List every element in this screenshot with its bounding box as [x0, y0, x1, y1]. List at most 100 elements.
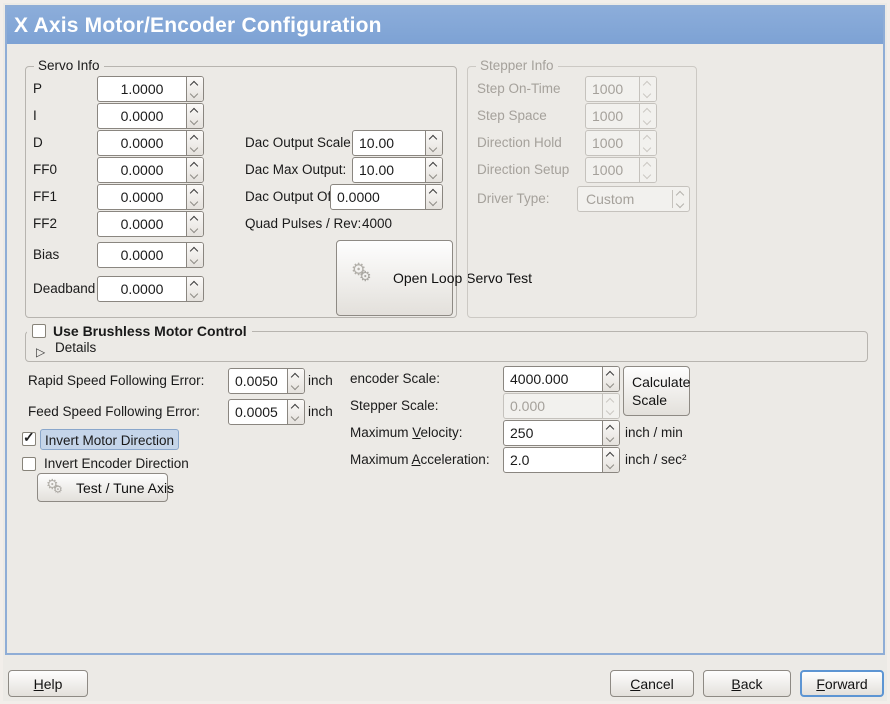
stepper-scale-spinbox: 0.000: [503, 393, 620, 419]
max-acceleration-spinbox[interactable]: 2.0: [503, 447, 620, 473]
servo-p-value[interactable]: 1.0000: [120, 81, 164, 97]
max-velocity-spinbox[interactable]: 250: [503, 420, 620, 446]
spin-buttons[interactable]: [287, 369, 304, 393]
spin-down-icon[interactable]: [426, 143, 442, 155]
spin-down-icon[interactable]: [288, 381, 304, 393]
servo-ff2-spinbox[interactable]: 0.0000: [97, 211, 204, 237]
spin-down-icon[interactable]: [426, 170, 442, 182]
servo-ff1-value[interactable]: 0.0000: [120, 189, 164, 205]
spin-buttons[interactable]: [425, 158, 442, 182]
spin-up-icon[interactable]: [603, 367, 619, 379]
spin-buttons[interactable]: [186, 277, 203, 301]
feed-following-error-value[interactable]: 0.0005: [235, 404, 278, 420]
dac-max-output-spinbox[interactable]: 10.00: [352, 157, 443, 183]
invert-motor-checkbox[interactable]: ✓: [22, 429, 36, 446]
encoder-scale-label: encoder Scale:: [350, 371, 441, 386]
spin-down-icon[interactable]: [187, 170, 203, 182]
spin-up-icon[interactable]: [187, 158, 203, 170]
spin-down-icon[interactable]: [187, 289, 203, 301]
spin-up-icon[interactable]: [187, 131, 203, 143]
spin-buttons[interactable]: [425, 131, 442, 155]
details-expander-label[interactable]: Details: [55, 340, 97, 355]
forward-button[interactable]: Forward: [800, 670, 884, 697]
spin-up-icon[interactable]: [288, 369, 304, 381]
spin-up-icon[interactable]: [187, 77, 203, 89]
spin-buttons[interactable]: [287, 400, 304, 424]
servo-deadband-value[interactable]: 0.0000: [120, 281, 164, 297]
spin-up-icon[interactable]: [187, 243, 203, 255]
spin-buttons[interactable]: [425, 185, 442, 209]
calculate-scale-button[interactable]: Calculate Scale: [623, 366, 690, 416]
spin-up-icon[interactable]: [603, 421, 619, 433]
spin-buttons[interactable]: [186, 158, 203, 182]
spin-up-icon: [640, 131, 656, 143]
rapid-following-error-value[interactable]: 0.0050: [235, 373, 278, 389]
servo-bias-value[interactable]: 0.0000: [120, 247, 164, 263]
spin-down-icon[interactable]: [187, 197, 203, 209]
rapid-following-error-spinbox[interactable]: 0.0050: [228, 368, 305, 394]
encoder-scale-spinbox[interactable]: 4000.000: [503, 366, 620, 392]
spin-buttons[interactable]: [186, 77, 203, 101]
spin-up-icon[interactable]: [426, 158, 442, 170]
invert-motor-label[interactable]: Invert Motor Direction: [40, 429, 180, 450]
spin-up-icon[interactable]: [187, 212, 203, 224]
servo-d-spinbox[interactable]: 0.0000: [97, 130, 204, 156]
max-velocity-value[interactable]: 250: [510, 425, 534, 441]
spin-down-icon[interactable]: [288, 412, 304, 424]
spin-buttons[interactable]: [602, 421, 619, 445]
spin-up-icon[interactable]: [187, 104, 203, 116]
spin-down-icon[interactable]: [426, 197, 442, 209]
dac-output-offset-value[interactable]: 0.0000: [337, 189, 380, 205]
dac-max-output-value[interactable]: 10.00: [359, 162, 395, 178]
open-loop-servo-test-button[interactable]: ⚙ ⚙ Open Loop Servo Test: [336, 240, 532, 316]
spin-down-icon[interactable]: [187, 224, 203, 236]
spin-buttons[interactable]: [186, 243, 203, 267]
spin-down-icon[interactable]: [603, 379, 619, 391]
spin-up-icon[interactable]: [187, 185, 203, 197]
servo-bias-spinbox[interactable]: 0.0000: [97, 242, 204, 268]
encoder-scale-value[interactable]: 4000.000: [510, 371, 569, 387]
spin-down-icon[interactable]: [187, 255, 203, 267]
spin-down-icon[interactable]: [187, 143, 203, 155]
servo-i-value[interactable]: 0.0000: [120, 108, 164, 124]
max-acceleration-label: Maximum Acceleration:: [350, 452, 490, 467]
spin-up-icon[interactable]: [603, 448, 619, 460]
servo-ff2-value[interactable]: 0.0000: [120, 216, 164, 232]
dac-output-offset-spinbox[interactable]: 0.0000: [330, 184, 443, 210]
servo-ff1-spinbox[interactable]: 0.0000: [97, 184, 204, 210]
spin-down-icon[interactable]: [603, 460, 619, 472]
back-button[interactable]: Back: [703, 670, 791, 697]
invert-encoder-label[interactable]: Invert Encoder Direction: [44, 456, 189, 471]
expander-triangle-icon[interactable]: ▷: [36, 345, 46, 359]
spin-down-icon[interactable]: [187, 89, 203, 101]
feed-following-error-spinbox[interactable]: 0.0005: [228, 399, 305, 425]
servo-i-spinbox[interactable]: 0.0000: [97, 103, 204, 129]
spin-up-icon[interactable]: [187, 277, 203, 289]
servo-p-spinbox[interactable]: 1.0000: [97, 76, 204, 102]
use-brushless-checkbox[interactable]: [32, 324, 46, 338]
invert-encoder-checkbox[interactable]: [22, 457, 36, 471]
spin-buttons[interactable]: [186, 185, 203, 209]
spin-buttons[interactable]: [602, 367, 619, 391]
spin-buttons[interactable]: [186, 104, 203, 128]
servo-deadband-spinbox[interactable]: 0.0000: [97, 276, 204, 302]
servo-ff0-spinbox[interactable]: 0.0000: [97, 157, 204, 183]
spin-buttons[interactable]: [186, 212, 203, 236]
dac-output-scale-value[interactable]: 10.00: [359, 135, 395, 151]
spin-down-icon[interactable]: [187, 116, 203, 128]
max-acceleration-value[interactable]: 2.0: [510, 452, 530, 468]
spin-up-icon: [640, 104, 656, 116]
dac-output-scale-spinbox[interactable]: 10.00: [352, 130, 443, 156]
spin-down-icon[interactable]: [603, 433, 619, 445]
spin-up-icon[interactable]: [288, 400, 304, 412]
help-button[interactable]: Help: [8, 670, 88, 697]
spin-up-icon[interactable]: [426, 131, 442, 143]
servo-d-value[interactable]: 0.0000: [120, 135, 164, 151]
spin-buttons[interactable]: [602, 448, 619, 472]
servo-p-label: P: [33, 81, 43, 96]
spin-up-icon[interactable]: [426, 185, 442, 197]
spin-buttons[interactable]: [186, 131, 203, 155]
servo-ff0-value[interactable]: 0.0000: [120, 162, 164, 178]
cancel-button[interactable]: Cancel: [610, 670, 694, 697]
test-tune-axis-button[interactable]: ⚙ ⚙ Test / Tune Axis: [37, 473, 174, 502]
